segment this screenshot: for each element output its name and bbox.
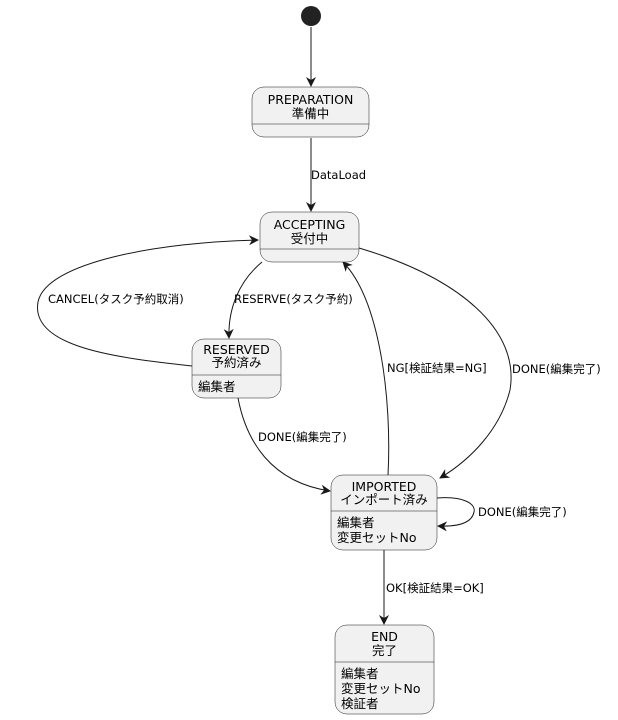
transition-done-self: DONE(編集完了) — [436, 497, 567, 532]
state-subtitle: 準備中 — [292, 106, 330, 121]
state-end: END 完了 編集者 変更セットNo 検証者 — [334, 624, 435, 715]
state-subtitle: 完了 — [372, 643, 397, 658]
state-title: END — [371, 629, 398, 644]
state-attribute: 変更セットNo — [337, 530, 417, 545]
transition-dataload: DataLoad — [306, 138, 366, 212]
state-title: PREPARATION — [268, 92, 354, 107]
transition-label-ng: NG[検証結果=NG] — [387, 361, 487, 375]
initial-state-node — [301, 6, 321, 26]
state-attribute: 編集者 — [341, 666, 379, 681]
transition-label-reserve: RESERVE(タスク予約) — [234, 292, 353, 306]
state-subtitle: 予約済み — [211, 355, 261, 370]
state-attribute: 編集者 — [198, 379, 236, 394]
state-preparation: PREPARATION 準備中 — [251, 86, 370, 138]
transition-ng: NG[検証結果=NG] — [342, 261, 487, 476]
state-imported: IMPORTED インポート済み 編集者 変更セットNo — [330, 474, 438, 551]
transition-label-done-reserved: DONE(編集完了) — [258, 430, 347, 444]
transition-ok: OK[検証結果=OK] — [379, 550, 484, 625]
transition-reserve: RESERVE(タスク予約) — [223, 261, 353, 339]
transition-done-accepting: DONE(編集完了) — [358, 247, 601, 479]
state-attribute: 編集者 — [337, 515, 375, 530]
state-attribute: 検証者 — [341, 696, 379, 711]
transition-cancel: CANCEL(タスク予約取消) — [37, 235, 259, 367]
transition-label-dataload: DataLoad — [311, 168, 366, 182]
state-subtitle: インポート済み — [340, 492, 428, 507]
state-accepting: ACCEPTING 受付中 — [259, 211, 360, 263]
state-title: IMPORTED — [352, 479, 417, 494]
transition-label-cancel: CANCEL(タスク予約取消) — [48, 292, 184, 306]
state-title: ACCEPTING — [274, 217, 346, 232]
transition-label-done-accepting: DONE(編集完了) — [512, 362, 601, 376]
state-attribute: 変更セットNo — [341, 681, 421, 696]
transition-label-done-self: DONE(編集完了) — [478, 505, 567, 519]
state-reserved: RESERVED 予約済み 編集者 — [191, 338, 282, 399]
transition-label-ok: OK[検証結果=OK] — [386, 581, 484, 595]
transition-done-reserved: DONE(編集完了) — [237, 397, 347, 495]
state-subtitle: 受付中 — [291, 231, 329, 246]
state-title: RESERVED — [203, 342, 270, 357]
